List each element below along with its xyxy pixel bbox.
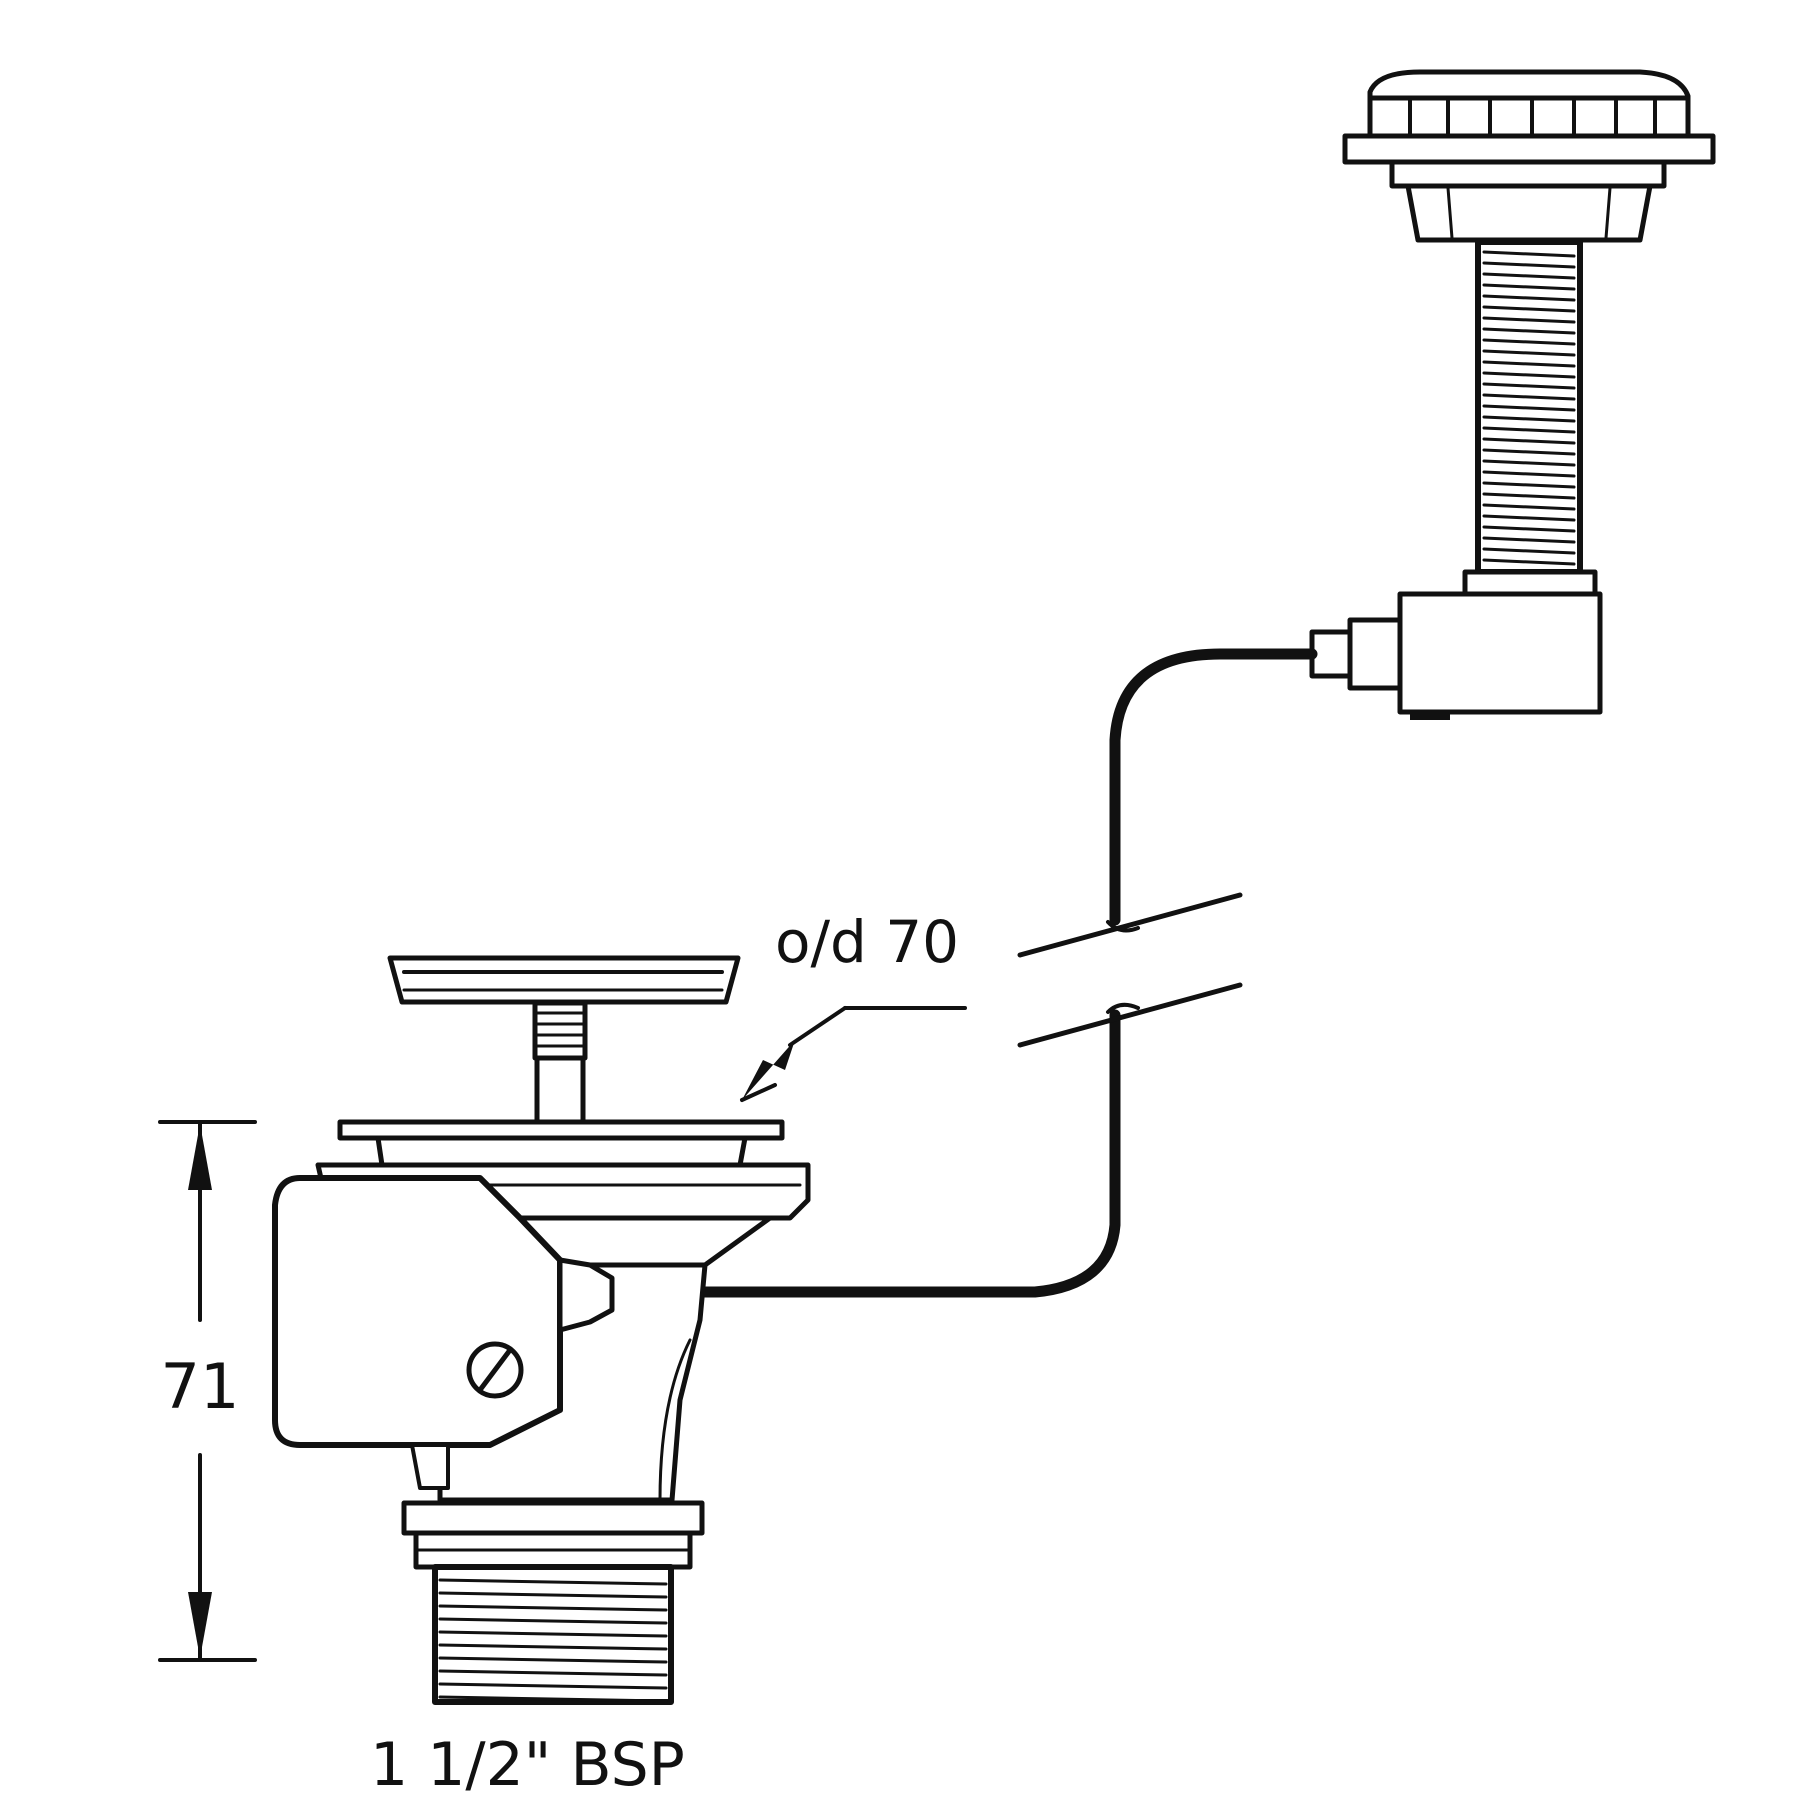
stem-thread-line <box>1482 426 1576 434</box>
stem-thread-line <box>1482 481 1576 489</box>
tail-thread-line <box>438 1630 668 1638</box>
height-dimension: 71 <box>158 1120 257 1662</box>
tail-thread-line <box>438 1695 668 1703</box>
stem-thread-line <box>1482 558 1576 566</box>
threaded-stem <box>1475 239 1583 575</box>
stem-thread-line <box>1482 316 1576 324</box>
stem-thread-line <box>1482 250 1576 258</box>
stem-thread-line <box>1482 514 1576 522</box>
tail-thread-line <box>438 1591 668 1599</box>
stem-thread-line <box>1482 272 1576 280</box>
thread-size-label: 1 1/2" BSP <box>370 1730 685 1800</box>
stem-thread-line <box>1482 283 1576 291</box>
tail-thread-line <box>438 1656 668 1664</box>
control-cable <box>604 648 1318 1298</box>
stem-thread-line <box>1482 459 1576 467</box>
stem-thread-line <box>1482 404 1576 412</box>
tail-thread-line <box>438 1669 668 1677</box>
od-label: o/d 70 <box>775 908 959 976</box>
od-dimension: o/d 70 <box>740 908 967 1102</box>
tail-thread-line <box>438 1643 668 1651</box>
cable-break-marks <box>1017 892 1243 1048</box>
stem-thread-line <box>1482 448 1576 456</box>
stem-thread-line <box>1482 470 1576 478</box>
height-label: 71 <box>161 1350 240 1423</box>
tail-thread-line <box>438 1604 668 1612</box>
tail-thread-line <box>438 1617 668 1625</box>
stem-thread-line <box>1482 415 1576 423</box>
elbow-housing <box>1309 569 1603 720</box>
tail-thread-line <box>438 1578 668 1586</box>
stem-thread-line <box>1482 261 1576 269</box>
stem-thread-line <box>1482 547 1576 555</box>
stem-thread-line <box>1482 492 1576 500</box>
stem-thread-line <box>1482 349 1576 357</box>
stem-thread-line <box>1482 525 1576 533</box>
stem-thread-line <box>1482 503 1576 511</box>
stem-thread-line <box>1482 382 1576 390</box>
stem-thread-line <box>1482 294 1576 302</box>
stem-thread-line <box>1482 327 1576 335</box>
control-knob <box>1342 69 1716 243</box>
stem-thread-line <box>1482 393 1576 401</box>
stem-thread-line <box>1482 305 1576 313</box>
stem-thread-line <box>1482 360 1576 368</box>
stem-thread-line <box>1482 371 1576 379</box>
stem-thread-line <box>1482 536 1576 544</box>
waste-body <box>272 955 811 1705</box>
stem-thread-line <box>1482 338 1576 346</box>
stem-thread-line <box>1482 437 1576 445</box>
tail-thread-line <box>438 1682 668 1690</box>
